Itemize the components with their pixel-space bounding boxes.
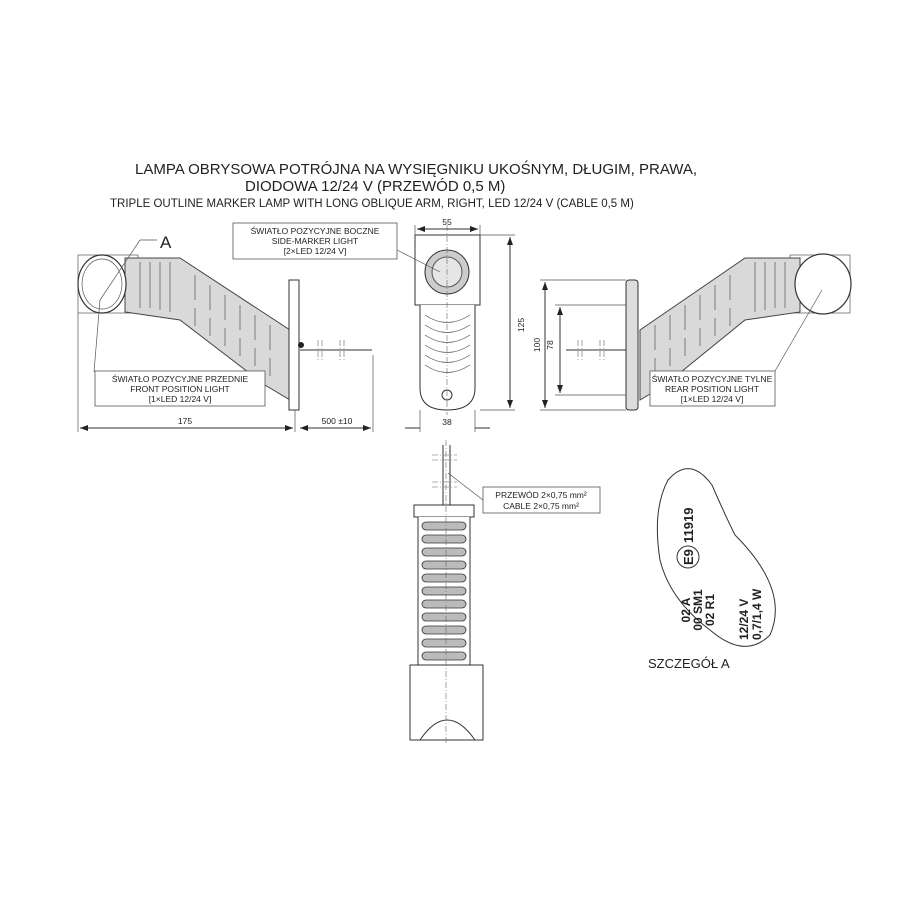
detail-a-caption: SZCZEGÓŁ A: [648, 656, 730, 671]
rear-light-callout: [649, 370, 776, 407]
side-view: [414, 225, 481, 415]
rear-view: [566, 253, 852, 411]
cable-label-en: CABLE 2×0,75 mm²: [503, 501, 579, 511]
side-marker-label-spec: [2×LED 12/24 V]: [284, 246, 347, 256]
side-marker-label-pl: ŚWIATŁO POZYCYJNE BOCZNE: [251, 225, 380, 236]
approval-mark: E9: [681, 549, 696, 565]
front-view: A: [77, 233, 372, 411]
detail-power: 0,7/1,4 W: [750, 588, 764, 640]
front-light-label-pl: ŚWIATŁO POZYCYJNE PRZEDNIE: [112, 373, 249, 384]
dim-cable-length: 500 ±10: [322, 416, 353, 426]
dim-arm-length: 175: [178, 416, 192, 426]
detail-marker-label: A: [160, 233, 172, 252]
detail-a: 11919 E9 02 A 00 SM1 02 R1 12/24 V 0,7/1…: [656, 468, 776, 647]
rear-light-label-en: REAR POSITION LIGHT: [665, 384, 759, 394]
dim-height-total: 125: [516, 318, 526, 332]
detail-code-3: 02 R1: [703, 594, 717, 626]
side-marker-label-en: SIDE-MARKER LIGHT: [272, 236, 358, 246]
cable-label-pl: PRZEWÓD 2×0,75 mm²: [495, 490, 587, 500]
front-light-label-en: FRONT POSITION LIGHT: [130, 384, 230, 394]
side-marker-callout: [232, 222, 398, 260]
dim-width-top: 55: [442, 217, 452, 227]
top-view: [409, 440, 484, 745]
detail-code-2: 00 SM1: [691, 589, 705, 631]
dim-hole-spacing: 78: [545, 340, 555, 350]
front-light-callout: [94, 370, 266, 407]
detail-voltage: 12/24 V: [737, 599, 751, 640]
title-line-3: TRIPLE OUTLINE MARKER LAMP WITH LONG OBL…: [110, 198, 634, 210]
title-line-1: LAMPA OBRYSOWA POTRÓJNA NA WYSIĘGNIKU UK…: [135, 160, 697, 178]
rear-light-label-spec: [1×LED 12/24 V]: [681, 394, 744, 404]
dim-width-bottom: 38: [442, 417, 452, 427]
e-mark-circle: [676, 545, 700, 569]
cable-callout: [482, 486, 601, 514]
rear-light-label-pl: ŚWIATŁO POZYCYJNE TYLNE: [652, 373, 773, 384]
detail-code-1: 02 A: [679, 597, 693, 622]
front-light-label-spec: [1×LED 12/24 V]: [149, 394, 212, 404]
title-line-2: DIODOWA 12/24 V (PRZEWÓD 0,5 M): [245, 178, 505, 195]
dim-plate-height: 100: [532, 338, 542, 352]
approval-number: 11919: [681, 508, 696, 543]
